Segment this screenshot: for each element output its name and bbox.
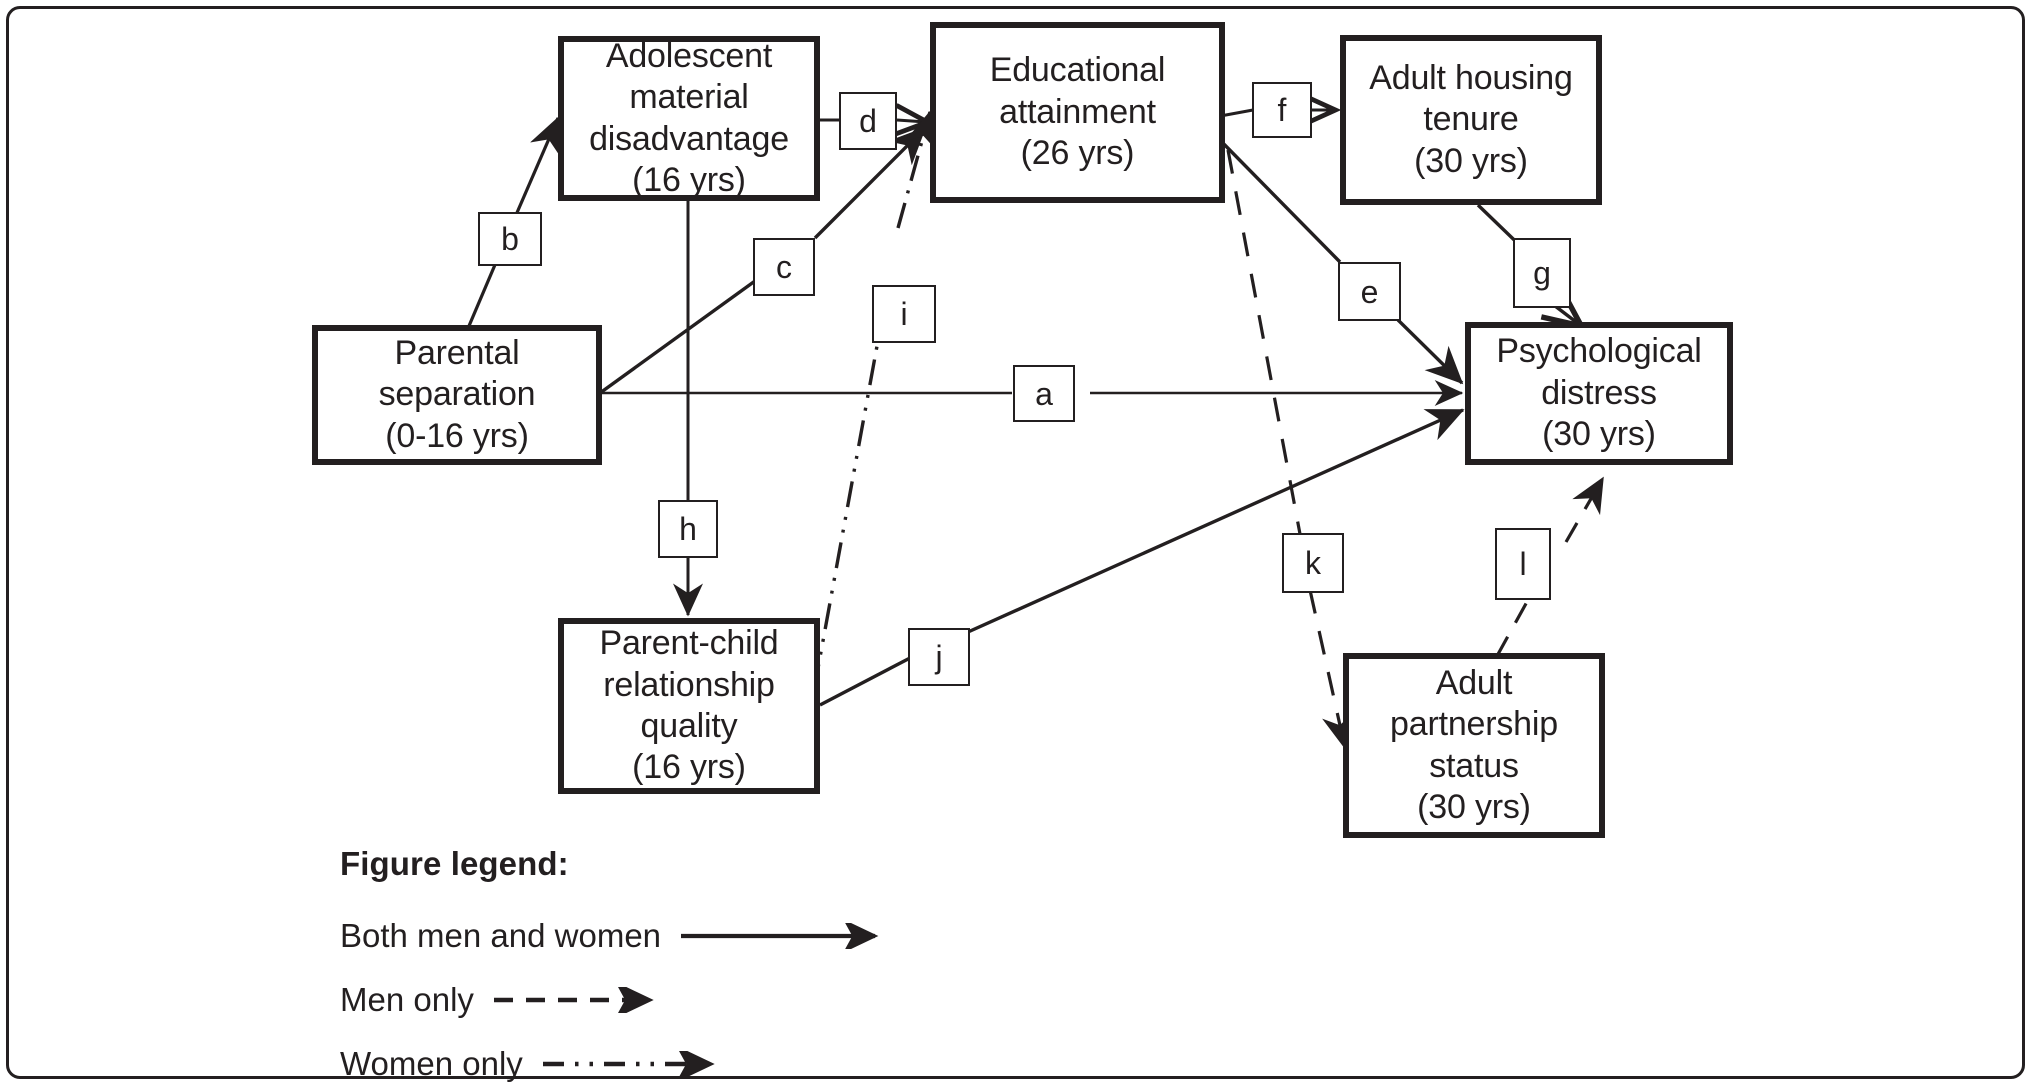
arrow-path-b-2 [514,116,560,216]
path-label-text: e [1360,273,1379,310]
node-label: Parent-child relationship quality (16 yr… [599,624,779,787]
path-label-h[interactable]: h [658,500,718,558]
node-label: Parental separation (0-16 yrs) [378,333,536,455]
path-label-k[interactable]: k [1282,533,1344,593]
path-label-text: b [501,221,519,257]
arrow-path-c-1 [599,279,756,395]
arrow-path-k-1 [1226,149,1302,535]
legend-item-women: Women only [340,1037,1080,1085]
path-label-text: a [1035,375,1053,412]
path-label-a[interactable]: a [1013,365,1075,422]
path-label-g[interactable]: g [1513,238,1571,308]
path-label-text: i [900,296,908,332]
legend-line-dash-dot-dot [542,1051,715,1077]
arrow-path-e-2 [1396,318,1464,385]
path-label-text: f [1277,92,1287,128]
path-label-d[interactable]: d [839,92,897,150]
arrow-path-i-2 [896,110,937,229]
legend-title: Figure legend: [340,845,569,882]
legend-line-dashed [493,987,654,1013]
arrow-path-d-2 [897,120,926,122]
node-label: Adolescent material disadvantage (16 yrs… [589,36,789,199]
arrow-path-j-1 [819,656,911,707]
legend-item-men: Men only [340,973,1080,1027]
path-label-f[interactable]: f [1252,82,1312,138]
path-label-text: c [776,249,792,285]
path-label-b[interactable]: b [478,212,542,266]
arrow-path-j-2 [967,408,1465,634]
node-adolescent-material-disadvantage[interactable]: Adolescent material disadvantage (16 yrs… [558,36,820,201]
node-parental-separation[interactable]: Parental separation (0-16 yrs) [312,325,602,465]
arrow-path-l-2 [1564,476,1605,543]
arrow-path-b [464,252,502,334]
node-adult-partnership-status[interactable]: Adult partnership status (30 yrs) [1343,653,1605,838]
path-label-text: k [1305,545,1321,581]
node-adult-housing-tenure[interactable]: Adult housing tenure (30 yrs) [1340,35,1602,205]
path-label-e[interactable]: e [1338,262,1401,321]
arrow-path-e-1 [1211,131,1342,264]
legend-item-label: Women only [340,1045,523,1082]
legend-item-both: Both men and women [340,909,1080,963]
path-label-text: j [935,639,943,675]
node-educational-attainment[interactable]: Educational attainment (26 yrs) [930,22,1225,203]
arrow-path-k-2 [1308,589,1354,750]
path-label-i[interactable]: i [872,285,936,343]
node-parent-child-relationship-quality[interactable]: Parent-child relationship quality (16 yr… [558,618,820,794]
path-label-j[interactable]: j [908,628,970,686]
node-label: Psychological distress (30 yrs) [1496,332,1702,454]
node-label: Adult partnership status (30 yrs) [1390,663,1558,826]
path-label-l[interactable]: l [1495,528,1551,600]
legend-item-label: Men only [340,981,474,1018]
path-label-text: g [1533,255,1551,291]
legend-item-label: Both men and women [340,917,662,954]
path-label-text: d [859,103,877,139]
path-label-text: h [679,511,697,547]
node-label: Adult housing tenure (30 yrs) [1369,58,1573,180]
path-label-c[interactable]: c [753,238,815,296]
node-label: Educational attainment (26 yrs) [989,51,1166,173]
figure-legend: Figure legend: Both men and women Men on… [340,845,1080,1085]
path-label-text: l [1519,546,1527,582]
node-psychological-distress[interactable]: Psychological distress (30 yrs) [1465,322,1733,465]
arrow-path-i-1 [812,285,890,691]
legend-line-solid [681,923,879,949]
arrow-path-l-1 [1495,599,1530,657]
